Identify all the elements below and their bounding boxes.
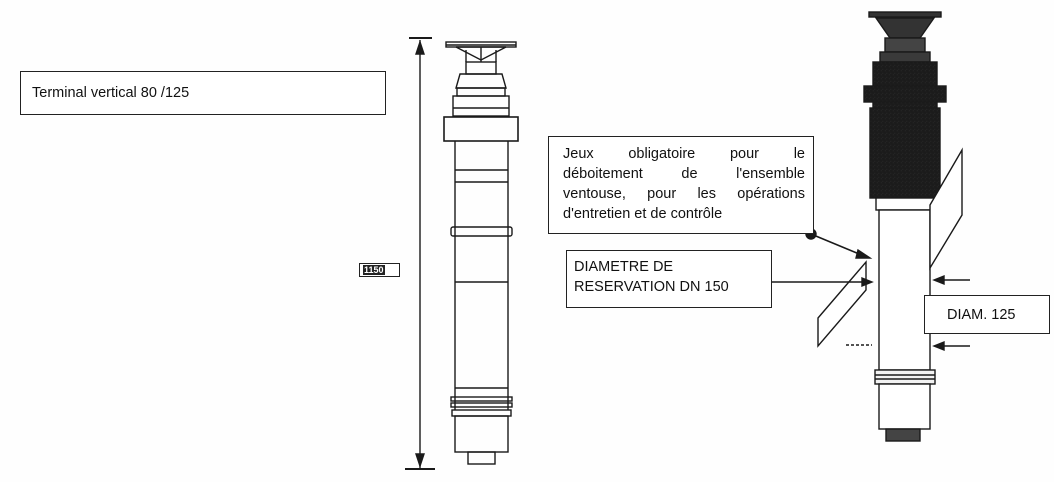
terminal-collar — [443, 116, 519, 142]
pipe-diameter-box: DIAM. 125 — [924, 295, 1050, 334]
reservation-line-1: DIAMETRE DE — [574, 259, 674, 275]
roof-slab-left — [817, 260, 867, 348]
clearance-note-line-3: ventouse, pour les opérations — [563, 186, 805, 202]
roof-flashing-section — [863, 61, 947, 199]
reservation-diameter-box: DIAMETRE DE RESERVATION DN 150 — [566, 250, 772, 308]
diameter-arrows — [772, 274, 970, 352]
reservation-line-2: RESERVATION DN 150 — [574, 279, 729, 295]
roof-terminal-pipe — [874, 197, 936, 442]
right-terminal-figure — [772, 11, 970, 442]
roof-terminal-cap — [868, 11, 942, 63]
left-terminal-figure — [405, 37, 519, 470]
note-leader — [805, 228, 873, 259]
pipe-diameter-text: DIAM. 125 — [947, 307, 1016, 323]
terminal-title-text: Terminal vertical 80 /125 — [32, 85, 190, 101]
terminal-cap — [445, 41, 517, 117]
height-dimension-line — [405, 37, 435, 470]
clearance-note-line-1: Jeux obligatoire pour le — [563, 146, 805, 162]
clearance-note-line-2: déboitement de l'ensemble — [563, 166, 805, 182]
clearance-note-box: Jeux obligatoire pour le déboitement de … — [548, 136, 814, 234]
terminal-title-label: Terminal vertical 80 /125 — [20, 71, 386, 115]
clearance-note-line-4: d'entretien et de contrôle — [563, 206, 723, 222]
roof-slab-right — [929, 147, 963, 271]
dimension-tag: 1150 — [359, 263, 400, 277]
dimension-tag-text: 1150 — [363, 265, 385, 275]
terminal-tube — [450, 141, 513, 465]
